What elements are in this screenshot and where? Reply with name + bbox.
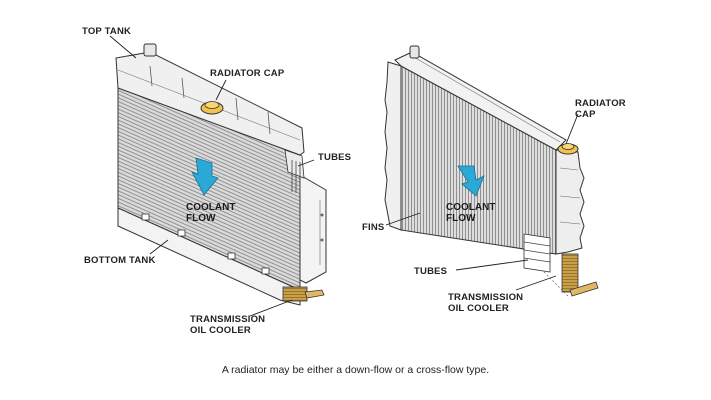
label-right-oil-cooler: OIL COOLER [448, 303, 509, 314]
right-left-tank [384, 61, 402, 231]
leader-left-tubes [297, 159, 315, 167]
right-radiator [384, 45, 599, 297]
left-coolant-flow-arrow [191, 157, 219, 196]
label-right-radiator: RADIATOR [575, 98, 626, 109]
figure-caption: A radiator may be either a down-flow or … [221, 364, 490, 376]
left-side-panel [299, 174, 327, 284]
label-right-tubes: TUBES [414, 266, 447, 277]
label-right-cap: CAP [575, 109, 596, 120]
leader-right-cap [565, 113, 579, 145]
leader-left-trans [249, 299, 293, 317]
label-left-radiator-cap: RADIATOR CAP [210, 68, 285, 79]
right-coolant-flow-arrow [457, 165, 485, 197]
label-left-flow: FLOW [186, 213, 216, 224]
label-top-tank: TOP TANK [82, 26, 131, 37]
left-bottom-tank [117, 207, 301, 306]
left-inlet-pipe [143, 43, 157, 57]
leader-top-tank [109, 35, 137, 59]
leader-lines [109, 35, 579, 317]
leader-bottom-tank [149, 239, 169, 255]
left-radiator [115, 43, 327, 306]
label-right-coolant: COOLANT [446, 202, 495, 213]
leader-fins [385, 212, 421, 226]
label-left-tubes: TUBES [318, 152, 351, 163]
leader-right-trans [515, 275, 557, 291]
label-right-transmission: TRANSMISSION [448, 292, 523, 303]
left-trans-cooler [282, 286, 308, 302]
right-tubes-cutaway [523, 233, 551, 273]
label-right-flow: FLOW [446, 213, 476, 224]
label-bottom-tank: BOTTOM TANK [84, 255, 156, 266]
leader-left-cap [215, 79, 227, 101]
label-left-coolant: COOLANT [186, 202, 235, 213]
leader-right-tubes [455, 259, 529, 271]
label-fins: FINS [362, 222, 384, 233]
right-right-tank [555, 149, 585, 255]
label-left-oil-cooler: OIL COOLER [190, 325, 251, 336]
right-trans-cooler [561, 253, 579, 293]
label-left-transmission: TRANSMISSION [190, 314, 265, 325]
